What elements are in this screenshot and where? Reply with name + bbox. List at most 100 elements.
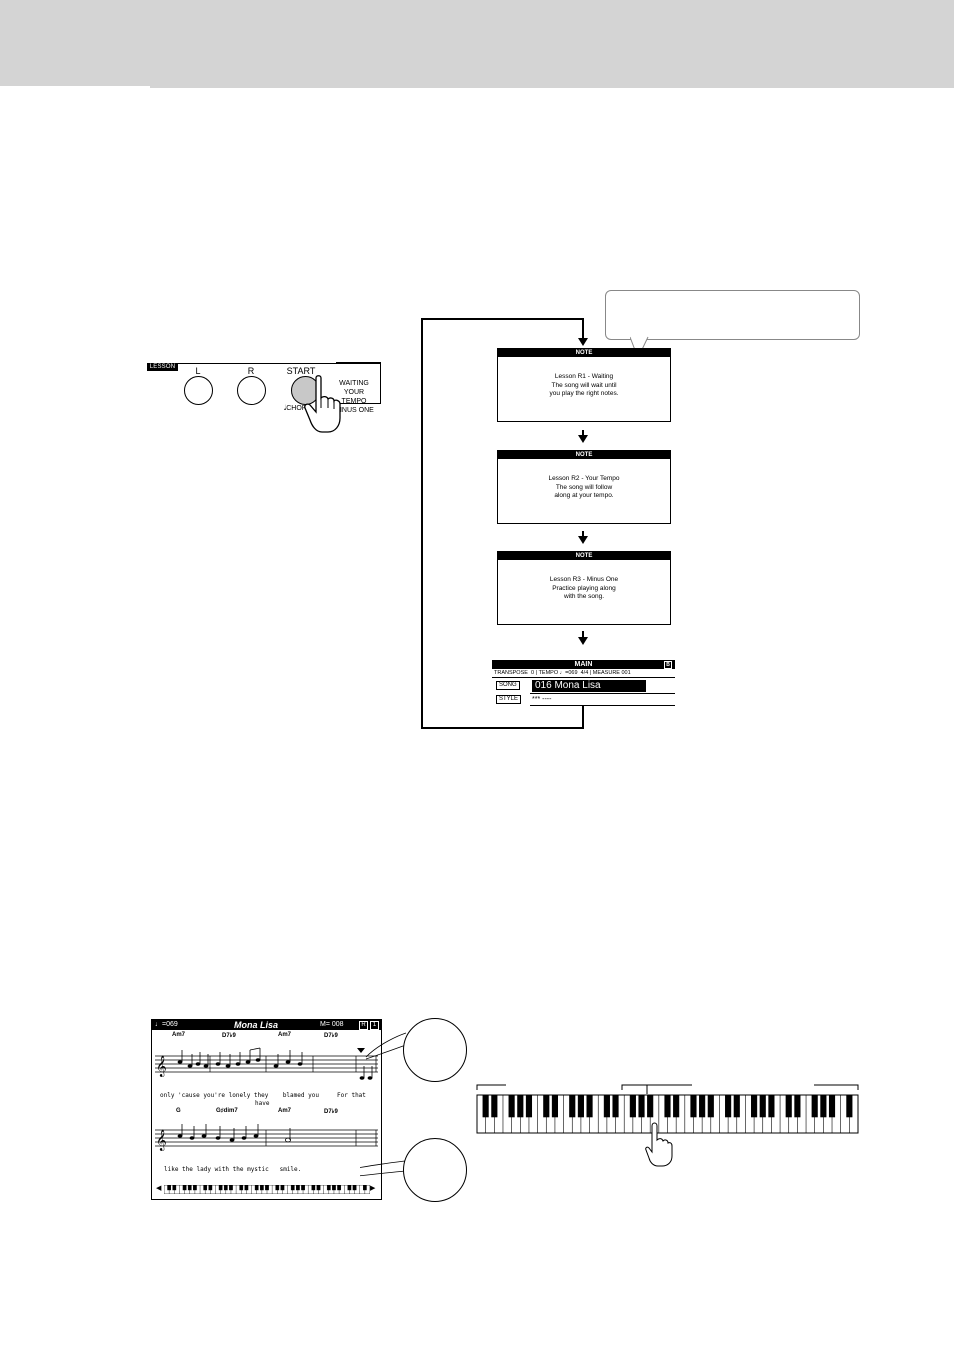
black-key bbox=[664, 1094, 671, 1118]
black-key bbox=[311, 1185, 316, 1191]
lesson-l-button[interactable] bbox=[184, 376, 213, 405]
svg-text:𝄞: 𝄞 bbox=[156, 1056, 167, 1077]
zoom-circle-marker bbox=[403, 1018, 467, 1082]
black-key bbox=[638, 1094, 645, 1118]
score-measure: M= 008 bbox=[320, 1021, 344, 1028]
staff-row-1: 𝄞 bbox=[155, 1047, 378, 1080]
black-key bbox=[525, 1094, 533, 1118]
style-tag[interactable]: STYLE bbox=[496, 695, 522, 704]
loop-bottom-line bbox=[421, 727, 584, 729]
song-tag[interactable]: SONG bbox=[496, 681, 520, 690]
lcd-divider bbox=[492, 677, 675, 678]
chord-symbol: D7♭9 bbox=[222, 1033, 236, 1039]
header-accent bbox=[0, 86, 150, 88]
black-key bbox=[647, 1094, 654, 1118]
note-header: NOTE bbox=[498, 451, 670, 459]
chord-symbol: Am7 bbox=[278, 1032, 292, 1038]
black-key bbox=[223, 1185, 228, 1191]
score-badge-r: R bbox=[359, 1021, 368, 1030]
loop-top-line bbox=[421, 318, 584, 320]
loop-entry-line bbox=[582, 318, 584, 342]
scroll-left-icon[interactable]: ◀ bbox=[156, 1185, 162, 1192]
black-key bbox=[820, 1094, 827, 1118]
black-key bbox=[751, 1094, 758, 1118]
black-key bbox=[569, 1094, 576, 1118]
black-key bbox=[725, 1094, 732, 1118]
black-key bbox=[347, 1185, 352, 1191]
black-key bbox=[577, 1094, 584, 1118]
arrow-down-icon bbox=[578, 435, 588, 443]
black-key bbox=[337, 1185, 341, 1191]
black-key bbox=[208, 1185, 213, 1191]
black-key bbox=[301, 1185, 305, 1191]
mode-waiting: WAITING bbox=[339, 380, 369, 387]
black-key bbox=[172, 1185, 177, 1191]
black-key bbox=[316, 1185, 321, 1191]
black-key bbox=[768, 1094, 775, 1118]
black-key bbox=[352, 1185, 357, 1191]
staff-row-2: 𝄞 bbox=[155, 1124, 378, 1151]
black-key bbox=[244, 1185, 249, 1191]
black-key bbox=[363, 1185, 367, 1191]
black-key bbox=[229, 1185, 233, 1191]
hand-pointer-icon bbox=[645, 1122, 673, 1167]
speech-callout bbox=[605, 290, 860, 340]
black-key bbox=[846, 1094, 853, 1118]
chord-symbol: D7♭9 bbox=[324, 1109, 338, 1115]
lyrics-row-1: only 'cause you're lonely they blamed yo… bbox=[160, 1092, 366, 1099]
header-band bbox=[0, 0, 954, 88]
panel-divider bbox=[147, 363, 381, 364]
main-display: MAIN B TRANSPOSE 0 | TEMPO ♩=069 4/4 | M… bbox=[492, 660, 675, 706]
black-key bbox=[629, 1094, 636, 1118]
main-display-title: MAIN B bbox=[492, 660, 675, 669]
black-key bbox=[517, 1094, 524, 1118]
loop-left-line bbox=[421, 318, 423, 728]
black-key bbox=[733, 1094, 740, 1118]
mode-your-tempo: YOUR TEMPO bbox=[341, 389, 367, 405]
lesson-r-button[interactable] bbox=[237, 376, 266, 405]
lyrics-row-1b: have bbox=[255, 1100, 270, 1107]
black-key bbox=[586, 1094, 593, 1118]
black-key bbox=[193, 1185, 197, 1191]
black-key bbox=[167, 1185, 171, 1191]
black-key bbox=[603, 1094, 610, 1118]
hand-pointer-icon bbox=[304, 375, 341, 433]
lesson-mode-list: WAITING YOUR TEMPO MINUS ONE bbox=[331, 379, 377, 415]
black-key bbox=[794, 1094, 801, 1118]
r-label: R bbox=[247, 366, 255, 376]
black-key bbox=[482, 1094, 489, 1118]
lesson-tag: LESSON bbox=[147, 363, 178, 371]
lesson-mode-bracket bbox=[336, 362, 381, 404]
chord-symbol: D7♭9 bbox=[324, 1033, 338, 1039]
note-header: NOTE bbox=[498, 349, 670, 357]
black-key bbox=[543, 1094, 550, 1118]
black-key bbox=[828, 1094, 836, 1118]
black-key bbox=[785, 1094, 792, 1118]
chord-symbol: G bbox=[176, 1108, 181, 1114]
score-badge-1: 1 bbox=[370, 1021, 379, 1030]
zoom-circle-keyboard bbox=[403, 1138, 467, 1202]
black-key bbox=[187, 1185, 192, 1191]
svg-text:𝄞: 𝄞 bbox=[156, 1130, 167, 1151]
lyrics-row-2: like the lady with the mystic smile. bbox=[164, 1166, 302, 1173]
black-key bbox=[759, 1094, 766, 1118]
l-label: L bbox=[195, 366, 201, 376]
mode-minus-one: MINUS ONE bbox=[334, 407, 374, 414]
note-header: NOTE bbox=[498, 552, 670, 560]
scroll-right-icon[interactable]: ▶ bbox=[370, 1185, 376, 1192]
black-key bbox=[332, 1185, 336, 1191]
score-display: ♩=069 Mona Lisa M= 008 R 1 Am7 D7♭9 Am7 … bbox=[151, 1019, 382, 1200]
score-header: ♩=069 Mona Lisa M= 008 R 1 bbox=[152, 1020, 381, 1030]
black-key bbox=[707, 1094, 714, 1118]
chord-symbol: Am7 bbox=[172, 1032, 186, 1038]
flow-line bbox=[582, 631, 584, 638]
style-value: *** ---- bbox=[532, 696, 552, 703]
black-key bbox=[218, 1185, 223, 1191]
loop-return-line bbox=[582, 705, 584, 729]
arrow-down-icon bbox=[578, 637, 588, 645]
